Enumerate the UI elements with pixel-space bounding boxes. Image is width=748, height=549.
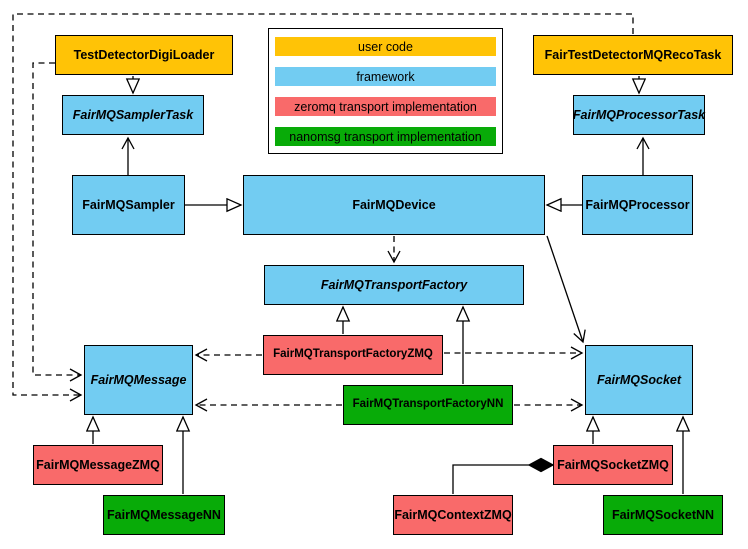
node-testdetectordigiloader: TestDetectorDigiLoader bbox=[55, 35, 233, 75]
edge-dep-recotask-message bbox=[12, 13, 634, 402]
node-fairmqsocketnn: FairMQSocketNN bbox=[603, 495, 723, 535]
legend-item-zeromq: zeromq transport implementation bbox=[275, 97, 496, 116]
node-fairmqprocessor: FairMQProcessor bbox=[582, 175, 693, 235]
edge-comp-socketzmq-contextzmq bbox=[452, 464, 529, 494]
node-fairmqdevice: FairMQDevice bbox=[243, 175, 545, 235]
node-fairmqprocessortask: FairMQProcessorTask bbox=[573, 95, 705, 135]
legend-item-framework: framework bbox=[275, 67, 496, 86]
node-fairmqtransportfactorynn: FairMQTransportFactoryNN bbox=[343, 385, 513, 425]
legend: user code framework zeromq transport imp… bbox=[268, 28, 503, 154]
node-fairtestdetectormqrecotask: FairTestDetectorMQRecoTask bbox=[533, 35, 733, 75]
node-fairmqsamplertask: FairMQSamplerTask bbox=[62, 95, 204, 135]
node-fairmqsocketzmq: FairMQSocketZMQ bbox=[553, 445, 673, 485]
edge-dep-digiloader-message bbox=[32, 62, 83, 382]
node-fairmqsocket: FairMQSocket bbox=[585, 345, 693, 415]
edge-assoc-device-socket bbox=[546, 235, 586, 344]
node-fairmqsampler: FairMQSampler bbox=[72, 175, 185, 235]
legend-item-user-code: user code bbox=[275, 37, 496, 56]
node-fairmqtransportfactory: FairMQTransportFactory bbox=[264, 265, 524, 305]
node-fairmqmessagezmq: FairMQMessageZMQ bbox=[33, 445, 163, 485]
node-fairmqtransportfactoryzmq: FairMQTransportFactoryZMQ bbox=[263, 335, 443, 375]
legend-item-nanomsg: nanomsg transport implementation bbox=[275, 127, 496, 146]
node-fairmqcontextzmq: FairMQContextZMQ bbox=[393, 495, 513, 535]
node-fairmqmessage: FairMQMessage bbox=[84, 345, 193, 415]
node-fairmqmessagenn: FairMQMessageNN bbox=[103, 495, 225, 535]
composition-diamond bbox=[527, 457, 555, 473]
